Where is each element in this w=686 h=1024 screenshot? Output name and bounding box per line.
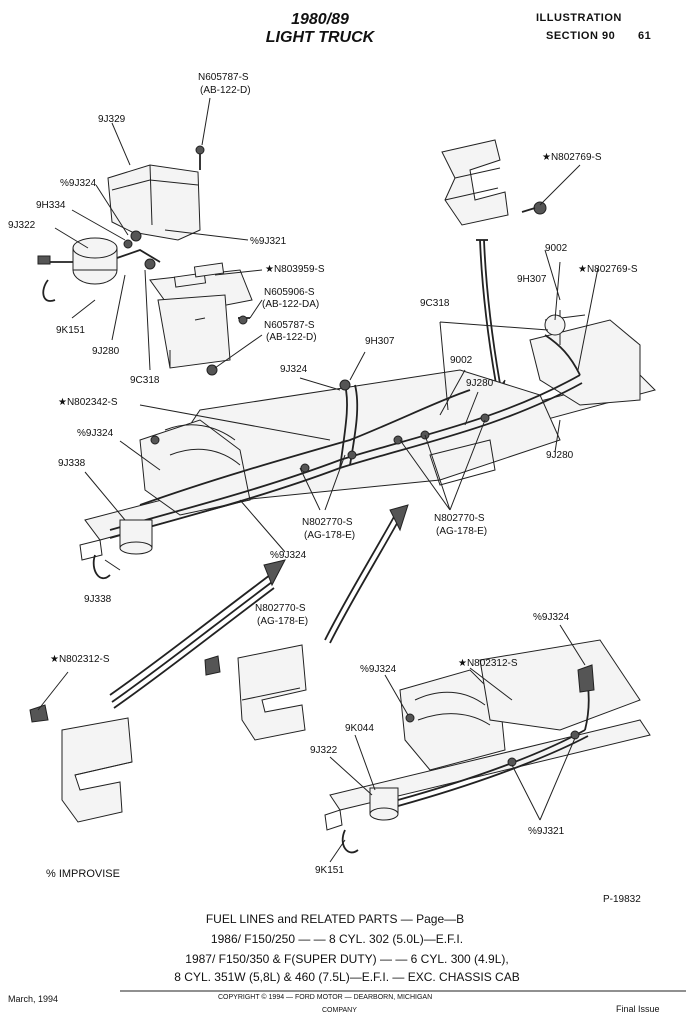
part-label: 9J338 [58,458,86,469]
part-label: ★N802769-S [578,264,638,275]
part-label: N802770-S [255,603,306,614]
part-spec: (AB-122-D) [200,85,251,96]
part-label: %9J324 [77,428,114,439]
part-label: 9002 [450,355,473,366]
part-label: 9J322 [310,745,338,756]
title-line1: 1980/89 [291,11,349,28]
part-spec: (AB-122-D) [266,332,317,343]
part-label: 9J280 [546,450,574,461]
footer-status: Final Issue [616,1004,660,1014]
footer-company: COMPANY [322,1007,357,1014]
part-label: %9J324 [360,664,397,675]
illustration-label: ILLUSTRATION [536,12,622,24]
part-label: 9K044 [345,723,374,734]
part-label: N802770-S [302,517,353,528]
part-label: ★N802769-S [542,152,602,163]
part-spec: (AG-178-E) [257,616,309,627]
part-label: 9K151 [315,865,344,876]
part-label: 9J280 [466,378,494,389]
title-line2: LIGHT TRUCK [265,29,375,46]
lower-right-assembly [324,624,651,863]
part-label: 9J322 [8,220,36,231]
part-label: 9002 [545,243,568,254]
part-label: 9J280 [92,346,120,357]
part-label: 9H307 [365,336,395,347]
part-label: ★N802342-S [58,397,118,408]
section-label: SECTION 90 [546,30,616,42]
footer-copyright: COPYRIGHT © 1994 — FORD MOTOR — DEARBORN… [218,994,433,1001]
caption-line3: 1987/ F150/350 & F(SUPER DUTY) — — 6 CYL… [185,952,509,966]
part-label: 9C318 [130,375,160,386]
part-label: %9J324 [60,178,97,189]
part-label: N605787-S [264,320,315,331]
caption-line1: FUEL LINES and RELATED PARTS — Page—B [205,912,465,926]
part-label: %9J324 [533,612,570,623]
main-frame-assembly [79,249,656,580]
part-label: 9J324 [280,364,308,375]
part-label: %9J324 [270,550,307,561]
upper-right-bracket [441,139,581,412]
caption-line2: 1986/ F150/250 — — 8 CYL. 302 (5.0L)—E.F… [210,932,464,946]
part-label: 9H334 [36,200,66,211]
improvise-note: % IMPROVISE [46,868,120,880]
lower-left-bracket [29,559,286,823]
figure-number: P-19832 [603,894,641,905]
lower-middle-bracket [204,504,409,741]
part-label: 9J329 [98,114,126,125]
part-label: 9K151 [56,325,85,336]
part-label: ★N803959-S [265,264,325,275]
part-spec: (AB-122-DA) [262,299,320,310]
part-label: ★N802312-S [458,658,518,669]
part-label: 9H307 [517,274,547,285]
part-label: N802770-S [434,513,485,524]
part-label: ★N802312-S [50,654,110,665]
part-label: %9J321 [528,826,565,837]
caption-line4: 8 CYL. 351W (5,8L) & 460 (7.5L)—E.F.I. —… [174,970,520,984]
page-number: 61 [638,30,652,42]
part-label: N605906-S [264,287,315,298]
footer-date: March, 1994 [8,994,59,1004]
part-label: 9J338 [84,594,112,605]
part-spec: (AG-178-E) [436,526,488,537]
part-label: N605787-S [198,72,249,83]
part-spec: (AG-178-E) [304,530,356,541]
header-title: 1980/89 LIGHT TRUCK [250,11,390,47]
upper-left-bracket-assembly [37,97,263,376]
part-label: %9J321 [250,236,287,247]
part-label: 9C318 [420,298,450,309]
figure-caption: FUEL LINES and RELATED PARTS — Page—B 19… [0,911,686,985]
